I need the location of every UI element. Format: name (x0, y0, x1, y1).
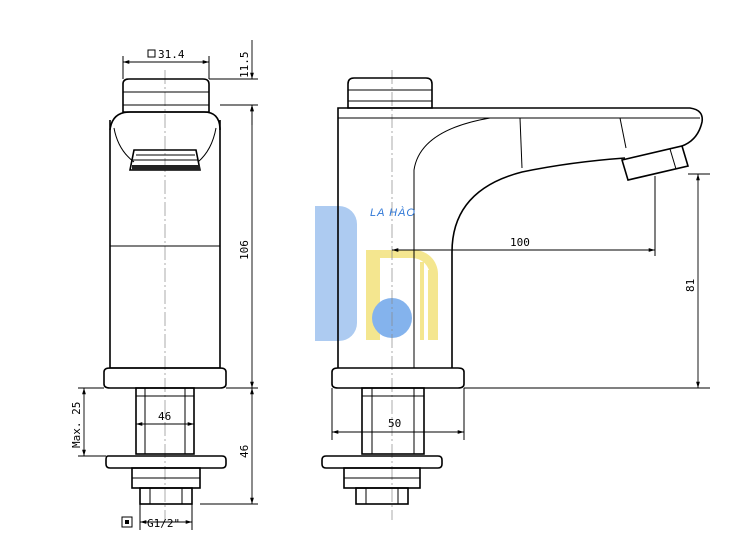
side-shank (361, 387, 425, 455)
front-shank (135, 387, 195, 455)
front-view: 31.4 11.5 106 46 46 Max. 25 G1/2" (70, 40, 258, 530)
dim-thread-length: 46 (238, 445, 251, 458)
side-washer (321, 455, 443, 469)
thread-symbol-icon (121, 516, 133, 528)
dim-body-height: 106 (238, 240, 251, 260)
dim-top-width: 31.4 (158, 48, 185, 61)
dim-cap-height: 11.5 (238, 52, 251, 79)
watermark-logo (315, 206, 438, 341)
watermark-brand-text: LA HÀO (370, 206, 416, 219)
dim-thread-spec: G1/2" (147, 517, 180, 530)
front-washer (105, 455, 227, 469)
dim-max-thread: Max. 25 (70, 402, 83, 448)
side-view: 100 81 50 (321, 70, 710, 520)
side-body-spout (337, 107, 704, 368)
front-base (103, 367, 227, 389)
dim-spout-height: 81 (684, 279, 697, 292)
dim-base-width: 50 (388, 417, 401, 430)
side-tail (355, 487, 409, 505)
front-tail (139, 487, 193, 505)
dim-spout-reach: 100 (510, 236, 530, 249)
side-cap (347, 77, 433, 109)
side-base (331, 367, 465, 389)
dim-thread-width: 46 (158, 410, 171, 423)
front-cap (122, 78, 210, 113)
side-aerator (620, 145, 690, 181)
